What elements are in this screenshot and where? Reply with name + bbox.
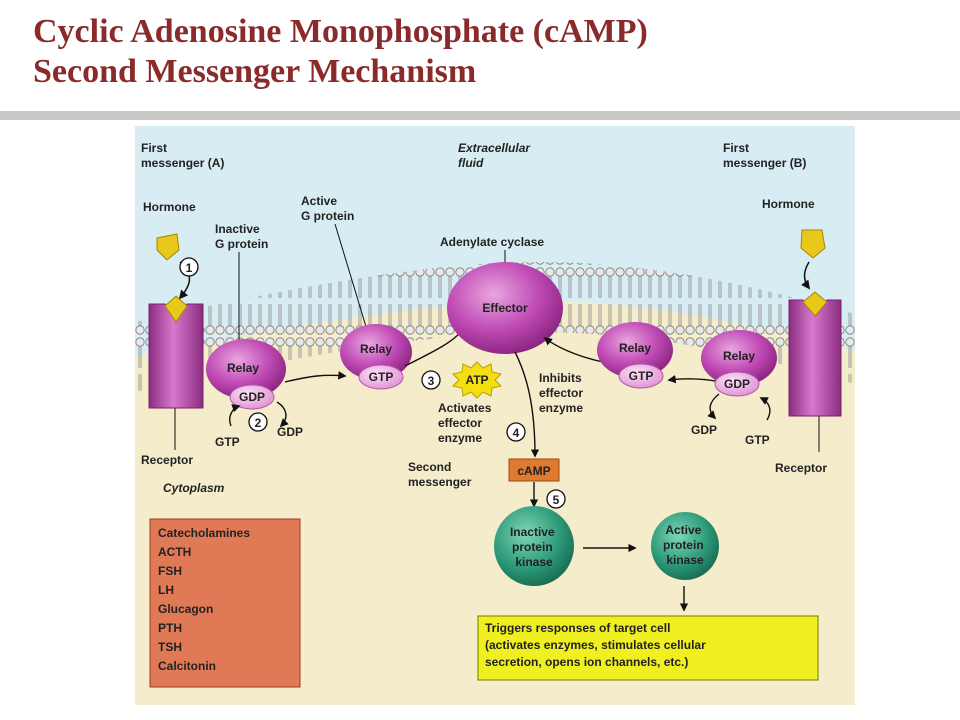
svg-text:GTP: GTP [629,369,654,383]
activates-label: Activates effector enzyme [438,401,495,445]
svg-text:GDP: GDP [724,377,750,391]
svg-text:Effector: Effector [482,301,528,315]
gtp-active [358,364,404,390]
receptor-a-label: Receptor [141,453,193,467]
hormone-b-bound-icon [802,291,828,317]
title-line-1: Cyclic Adenosine Monophosphate (cAMP) [33,13,648,50]
extracellular-fluid-label: Extracellular fluid [458,141,533,170]
relay-b [701,330,777,386]
svg-text:Inactive protein kinas: Inactive protein kinase [510,525,558,569]
hormone-a-icon [156,233,180,261]
hormone-b-label: Hormone [762,197,815,211]
relay-a [206,339,286,399]
svg-text:cAMP: cAMP [517,464,550,478]
svg-text:ATP: ATP [465,373,488,387]
first-messenger-b-label: First messenger (B) [723,141,806,170]
title-line-2: Second Messenger Mechanism [33,53,477,90]
cytoplasm-region [135,301,855,705]
inactive-g-protein-label: Inactive G protein [215,222,268,251]
camp-box [508,458,560,482]
atp-burst [452,361,502,399]
step-1-marker: 1 [179,257,199,277]
hormone-b-icon [800,229,826,259]
svg-text:Active protein kinase: Active protein kinase [663,523,707,567]
gdp-a-label: GDP [277,425,303,439]
svg-text:GTP: GTP [369,370,394,384]
title-divider [0,111,960,120]
hormone-a-label: Hormone [143,200,196,214]
relay-active [340,324,412,380]
step-4-marker: 4 [506,422,526,442]
hormone-list: Catecholamines ACTH FSH LH Glucagon PTH … [158,526,253,673]
svg-text:Relay: Relay [723,349,755,363]
gtp-b [618,363,664,389]
response-box [477,615,819,681]
cytoplasm-label: Cytoplasm [163,481,225,495]
slide-title: Cyclic Adenosine Monophosphate (cAMP) Se… [33,12,648,92]
svg-text:Relay: Relay [619,341,651,355]
step-2-marker: 2 [248,412,268,432]
hormone-a-bound-icon [164,295,188,323]
gdp-b [714,371,760,397]
hormone-list-box [149,518,301,688]
svg-text:1: 1 [186,261,193,275]
svg-text:Relay: Relay [360,342,392,356]
active-g-protein-label: Active G protein [301,194,354,223]
effector-enzyme [447,262,563,354]
svg-text:2: 2 [255,416,262,430]
camp-pathway-diagram: First messenger (A) Extracellular fluid … [135,126,855,705]
svg-text:4: 4 [513,426,520,440]
svg-text:Relay: Relay [227,361,259,375]
inactive-protein-kinase [494,506,574,586]
second-messenger-label: Second messenger [408,460,472,489]
receptor-b [788,299,842,417]
step-5-marker: 5 [546,489,566,509]
response-text: Triggers responses of target cell (activ… [485,621,709,669]
relay-b-active [597,322,673,378]
gtp-a-label: GTP [215,435,240,449]
svg-text:5: 5 [553,493,560,507]
active-protein-kinase [651,512,719,580]
svg-text:3: 3 [428,374,435,388]
inhibits-label: Inhibits effector enzyme [539,371,586,415]
first-messenger-a-label: First messenger (A) [141,141,224,170]
gdp-a [229,384,275,410]
receptor-b-label: Receptor [775,461,827,475]
adenylate-cyclase-label: Adenylate cyclase [440,235,544,249]
gdp-b-label: GDP [691,423,717,437]
step-3-marker: 3 [421,370,441,390]
svg-text:GDP: GDP [239,390,265,404]
gtp-b-label: GTP [745,433,770,447]
